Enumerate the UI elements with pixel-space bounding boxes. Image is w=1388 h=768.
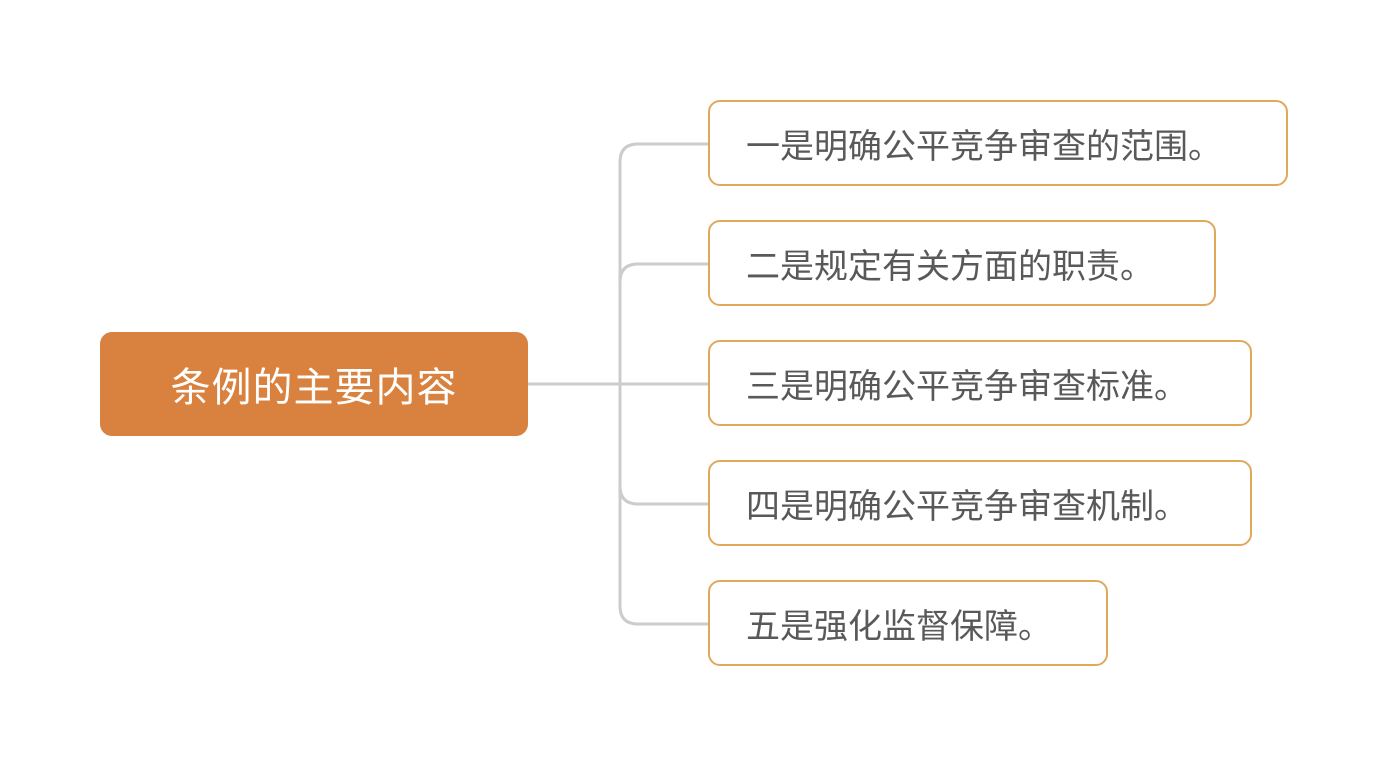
branch-node-label: 五是强化监督保障。: [746, 606, 1052, 647]
connector-branch-5: [618, 605, 708, 626]
branch-node-label: 一是明确公平竞争审查的范围。: [746, 126, 1222, 167]
connector-branch-4: [618, 485, 708, 506]
branch-node-standards[interactable]: 三是明确公平竞争审查标准。: [708, 340, 1252, 426]
branch-node-scope[interactable]: 一是明确公平竞争审查的范围。: [708, 100, 1288, 186]
root-node-label: 条例的主要内容: [170, 365, 458, 411]
connector-branch-2: [618, 262, 708, 283]
branch-node-mechanism[interactable]: 四是明确公平竞争审查机制。: [708, 460, 1252, 546]
branch-node-label: 三是明确公平竞争审查标准。: [746, 366, 1188, 407]
connector-branch-1: [618, 142, 708, 163]
branch-node-label: 四是明确公平竞争审查机制。: [746, 486, 1188, 527]
branch-node-supervision[interactable]: 五是强化监督保障。: [708, 580, 1108, 666]
root-node[interactable]: 条例的主要内容: [100, 332, 528, 436]
branch-node-label: 二是规定有关方面的职责。: [746, 246, 1154, 287]
branch-node-responsibilities[interactable]: 二是规定有关方面的职责。: [708, 220, 1216, 306]
